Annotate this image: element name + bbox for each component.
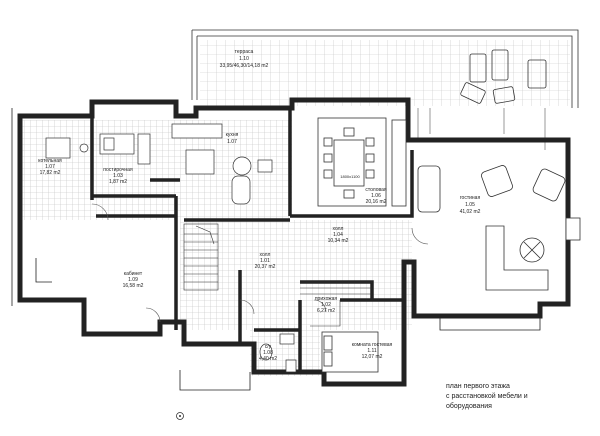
caption-line-2: с расстановкой мебели и — [446, 393, 528, 400]
living-number: 1.05 — [465, 202, 475, 208]
wc-name: с/у — [265, 344, 272, 350]
study-number: 1.09 — [128, 277, 138, 283]
kitchen-name: кухня — [226, 132, 239, 138]
dining-table-note: 1800х1100 — [340, 174, 360, 179]
guest-number: 1.11 — [367, 348, 377, 354]
utility-number: 1.03 — [113, 173, 123, 179]
guest-name: комната гостевая — [352, 342, 393, 348]
study-area: 16,58 m2 — [123, 283, 144, 289]
terrace-number: 1.10 — [239, 56, 249, 62]
hall-number: 1.01 — [260, 258, 270, 264]
pantry-area: 6,27 m2 — [317, 308, 335, 314]
kitchen-number: 1.07 — [227, 139, 237, 145]
guest-bed — [321, 331, 379, 373]
boiler-area: 17,82 m2 — [40, 170, 61, 176]
living-area: 41,02 m2 — [460, 209, 481, 215]
terrace-outline — [191, 29, 579, 108]
wc-fixtures — [259, 333, 297, 373]
hall-area: 20,37 m2 — [255, 264, 276, 270]
wc-area: 4,40 m2 — [259, 356, 277, 362]
living-furniture — [417, 165, 581, 291]
guest-area: 12,07 m2 — [362, 354, 383, 360]
doors — [91, 203, 429, 323]
boiler-number: 1.07 — [45, 164, 55, 170]
boiler-name: котельная — [38, 158, 62, 164]
compass-icon — [176, 412, 184, 420]
utility-name: постирочная — [103, 167, 133, 173]
dining-area: 20,16 m2 — [366, 199, 387, 205]
living-name: гостиная — [460, 195, 481, 201]
staircase — [183, 223, 372, 327]
corridor-number: 1.04 — [333, 232, 343, 238]
utility-area: 1,87 m2 — [109, 179, 127, 185]
study-name: кабинет — [124, 271, 143, 277]
terrace-railing — [417, 108, 546, 150]
terrace-name: терраса — [235, 49, 254, 55]
dining-name: столовая — [365, 187, 387, 193]
wc-number: 1.08 — [263, 350, 273, 356]
pantry-number: 1.02 — [321, 302, 331, 308]
caption-line-1: план первого этажа — [446, 383, 510, 390]
hall-name: холл — [260, 252, 271, 258]
corridor-name: холл — [333, 226, 344, 232]
terrace-area: 33,95/46,30/14,18 m2 — [220, 63, 269, 69]
kitchen-units — [45, 123, 273, 205]
corridor-area: 10,34 m2 — [328, 238, 349, 244]
room-labels: терраса 1.10 33,95/46,30/14,18 m2 кухня … — [38, 49, 480, 362]
caption-line-3: оборудования — [446, 403, 492, 410]
dining-set — [317, 117, 407, 207]
plan-caption: план первого этажа с расстановкой мебели… — [446, 382, 566, 412]
pantry-name: прихожая — [315, 296, 338, 302]
dining-number: 1.06 — [371, 193, 381, 199]
terrace-furniture — [460, 49, 547, 104]
